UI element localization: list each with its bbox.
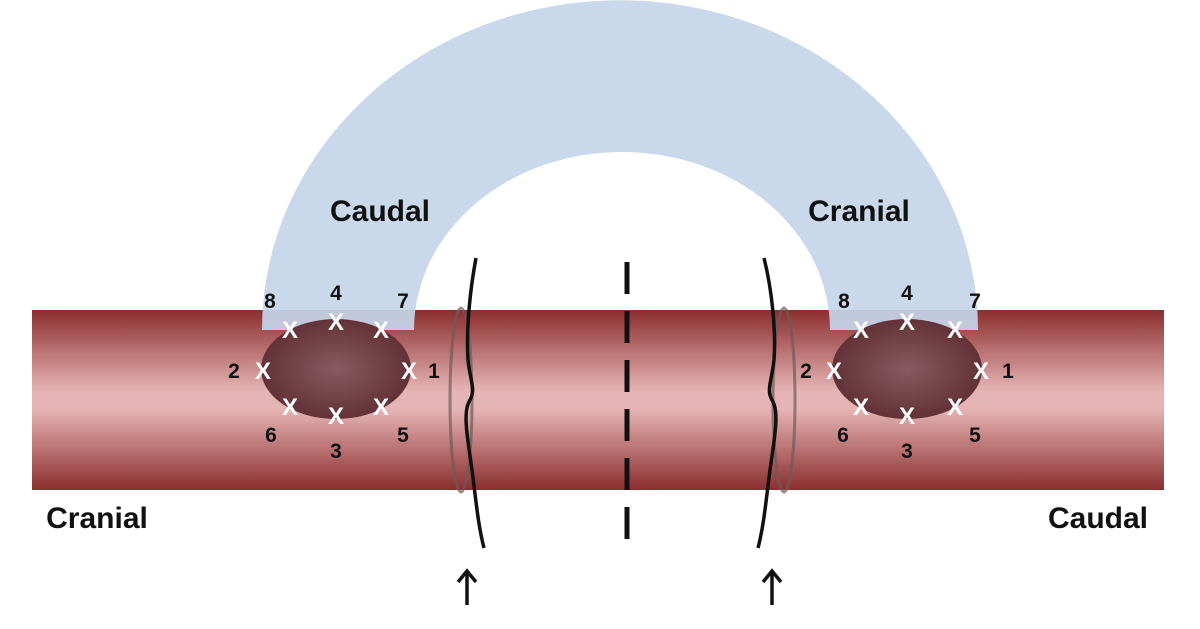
stitch-mark: X — [973, 358, 989, 385]
stitch-number-4: 4 — [901, 282, 913, 305]
stitch-mark: X — [899, 403, 915, 430]
ligature-loop-icon-right — [756, 257, 797, 549]
stitch-number-4: 4 — [330, 282, 342, 305]
stitch-number-2: 2 — [228, 360, 240, 383]
stitch-mark: X — [947, 394, 963, 421]
stitch-number-7: 7 — [397, 290, 409, 313]
stitch-mark: X — [373, 317, 389, 344]
up-arrow-icon-left — [456, 568, 478, 605]
stitch-number-3: 3 — [330, 440, 342, 463]
host-vessel — [32, 310, 1164, 490]
ligature-loop-icon-left — [448, 257, 486, 549]
stitch-mark: X — [401, 358, 417, 385]
stitch-mark: X — [899, 309, 915, 336]
stitch-mark: X — [826, 358, 842, 385]
stitch-mark: X — [947, 317, 963, 344]
up-arrow-icon-right — [761, 568, 783, 605]
stitch-number-2: 2 — [800, 360, 812, 383]
stitch-number-1: 1 — [1002, 360, 1014, 383]
stitch-mark: X — [373, 394, 389, 421]
stitch-mark: X — [853, 394, 869, 421]
stitch-mark: X — [853, 317, 869, 344]
stitch-number-8: 8 — [264, 290, 276, 313]
stitch-mark: X — [328, 309, 344, 336]
vessel-left-end-label: Cranial — [46, 502, 148, 535]
left-anastomosis-stitches: X X X X X X X X — [255, 309, 417, 430]
stitch-number-5: 5 — [397, 424, 409, 447]
stitch-mark: X — [255, 358, 271, 385]
right-anastomosis-opening — [832, 319, 982, 419]
graft-right-label: Cranial — [808, 195, 910, 228]
right-anastomosis-numbers: 1 2 3 4 5 6 7 8 — [800, 282, 1014, 463]
left-anastomosis-opening — [261, 319, 411, 419]
stitch-number-6: 6 — [837, 424, 849, 447]
right-anastomosis-stitches: X X X X X X X X — [826, 309, 989, 430]
stitch-mark: X — [328, 403, 344, 430]
stitch-number-1: 1 — [428, 360, 440, 383]
stitch-mark: X — [282, 317, 298, 344]
stitch-number-5: 5 — [969, 424, 981, 447]
stitch-number-7: 7 — [969, 290, 981, 313]
stitch-number-8: 8 — [838, 290, 850, 313]
bypass-graft — [262, 0, 978, 330]
graft-left-label: Caudal — [330, 195, 430, 228]
left-anastomosis-numbers: 1 2 3 4 5 6 7 8 — [228, 282, 440, 463]
stitch-number-6: 6 — [265, 424, 277, 447]
stitch-number-3: 3 — [901, 440, 913, 463]
vessel-right-end-label: Caudal — [1048, 502, 1148, 535]
stitch-mark: X — [282, 394, 298, 421]
